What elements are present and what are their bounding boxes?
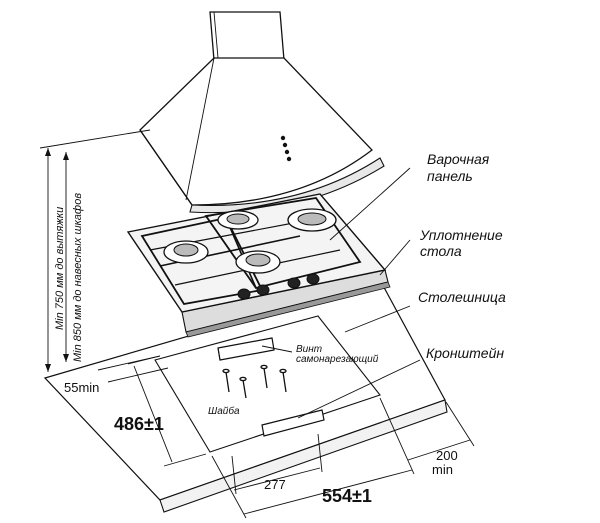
- gas-cooktop: [126, 193, 391, 338]
- seal-label-line2: стола: [420, 243, 462, 259]
- cooktop-label-line1: Варочная: [427, 151, 490, 167]
- min-cabinet-label: Min 850 мм до навесных шкафов: [72, 193, 84, 362]
- screw-label-line1: Винт: [296, 344, 322, 355]
- washer-label: Шайба: [208, 405, 240, 417]
- countertop-cutout: [154, 315, 381, 453]
- burner-front-left: [163, 240, 209, 264]
- burner-back-right: [287, 208, 337, 232]
- cutout-depth-dimension: 486±1: [114, 355, 207, 467]
- bracket-offset-dimension: 277: [231, 433, 323, 495]
- cutout-depth-label: 486±1: [114, 414, 164, 434]
- bracket-back: [217, 337, 275, 361]
- control-knobs: [237, 273, 320, 300]
- screw-label-line2: самонарезающий: [296, 354, 379, 365]
- back-gap-value: 200: [436, 448, 458, 463]
- countertop-label: Столешница: [418, 289, 506, 305]
- cooktop-label-line2: панель: [427, 168, 473, 184]
- bracket-front: [261, 409, 325, 437]
- cooktop-seal: [185, 281, 391, 338]
- range-hood: [139, 11, 385, 214]
- leader-lines: [261, 167, 421, 419]
- burner-front-center: [235, 250, 281, 274]
- seal-label-line1: Уплотнение: [419, 227, 503, 243]
- front-gap-label: 55min: [64, 380, 99, 395]
- back-gap-unit: min: [432, 462, 453, 477]
- back-gap-dimension: 200 min: [407, 401, 475, 477]
- bracket-label: Кронштейн: [426, 345, 504, 361]
- burner-back-left: [217, 210, 259, 230]
- cutout-width-label: 554±1: [322, 486, 372, 506]
- burners: [163, 208, 337, 274]
- screws: [222, 364, 287, 399]
- hood-chimney: [209, 11, 285, 61]
- height-dimension: Min 750 мм до вытяжки Min 850 мм до наве…: [39, 129, 151, 372]
- cutout-width-dimension: 554±1: [211, 397, 415, 519]
- bracket-offset-label: 277: [264, 477, 286, 492]
- min-hood-label: Min 750 мм до вытяжки: [54, 207, 66, 330]
- hood-indicator-lights: [280, 135, 292, 162]
